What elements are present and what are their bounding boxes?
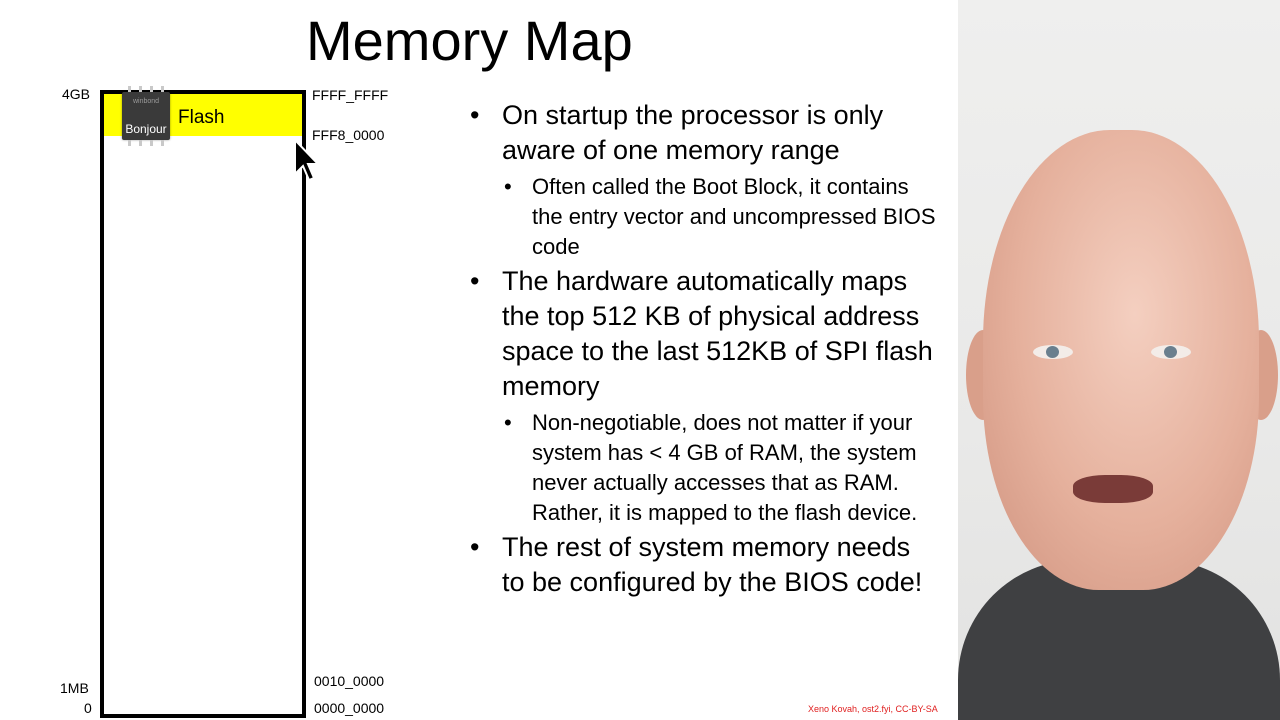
flash-label: Flash (178, 107, 225, 128)
bullet-item: On startup the processor is only aware o… (470, 98, 940, 168)
addr-fff8-0000: FFF8_0000 (312, 127, 385, 143)
label-zero: 0 (84, 700, 92, 716)
label-4gb: 4GB (62, 86, 91, 102)
label-1mb: 1MB (60, 680, 89, 696)
presenter-head (983, 130, 1259, 590)
chip-brand: winbond (132, 98, 160, 105)
credit-line: Xeno Kovah, ost2.fyi, CC-BY-SA (808, 704, 938, 714)
presenter-mouth (1073, 475, 1153, 503)
addr-ffff-ffff: FFFF_FFFF (312, 87, 389, 103)
sub-bullet-item: Non-negotiable, does not matter if your … (470, 408, 940, 528)
presenter-eye-right (1151, 345, 1191, 359)
memory-map-box: Flash winbond Bonjour (100, 86, 306, 718)
presenter-video (958, 0, 1280, 720)
slide-title: Memory Map (306, 9, 633, 72)
mouse-cursor-icon (294, 138, 319, 182)
chip-label: Bonjour (125, 122, 167, 136)
bullet-item: The rest of system memory needs to be co… (470, 530, 940, 600)
addr-0000-0000: 0000_0000 (314, 700, 385, 716)
presenter-eye-left (1033, 345, 1073, 359)
slide: Memory Map 4GB 1MB 0 FFFF_FFFF FFF8_0000… (0, 0, 958, 720)
addr-0010-0000: 0010_0000 (314, 673, 385, 689)
flash-chip-icon: winbond Bonjour (122, 86, 170, 146)
sub-bullet-item: Often called the Boot Block, it contains… (470, 172, 940, 262)
bullet-item: The hardware automatically maps the top … (470, 264, 940, 404)
bullet-list: On startup the processor is only aware o… (470, 98, 940, 600)
